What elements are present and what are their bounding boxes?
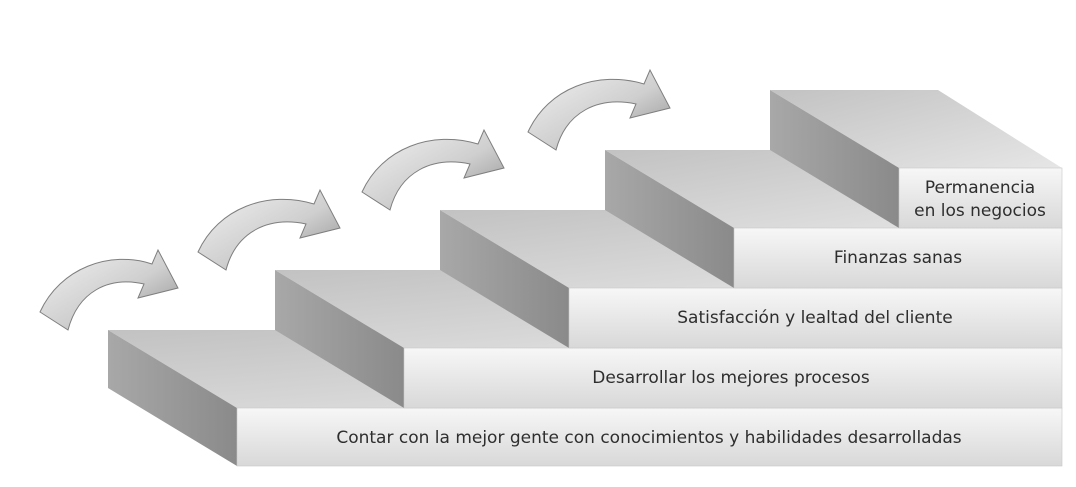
step-4-front xyxy=(733,227,1063,289)
arrow-4 xyxy=(527,68,671,151)
step-2-label: Desarrollar los mejores procesos xyxy=(592,368,870,388)
step-1-label: Contar con la mejor gente con conocimien… xyxy=(336,428,961,448)
step-5-side xyxy=(770,90,899,228)
step-2-front xyxy=(403,347,1063,409)
arrow-2 xyxy=(197,188,341,271)
step-1-front xyxy=(236,407,1063,467)
arrow-3 xyxy=(361,128,505,211)
curved-arrow-icon xyxy=(527,68,671,151)
step-5-front xyxy=(898,167,1063,229)
curved-arrow-icon xyxy=(39,248,179,331)
step-5-top xyxy=(770,90,1062,168)
step-3-front xyxy=(568,287,1063,349)
curved-arrow-icon xyxy=(361,128,505,211)
step-3-side xyxy=(440,210,569,348)
step-4-label: Finanzas sanas xyxy=(834,248,962,268)
step-5-label-line-2: en los negocios xyxy=(914,201,1046,221)
step-1-side xyxy=(108,330,237,466)
step-3-label: Satisfacción y lealtad del cliente xyxy=(677,308,952,328)
step-4 xyxy=(605,150,1063,289)
step-5-label-line-1: Permanencia xyxy=(925,178,1035,198)
curved-arrow-icon xyxy=(197,188,341,271)
arrow-1 xyxy=(39,248,179,331)
step-4-side xyxy=(605,150,734,288)
step-2-side xyxy=(275,270,404,408)
step-5 xyxy=(770,90,1063,229)
